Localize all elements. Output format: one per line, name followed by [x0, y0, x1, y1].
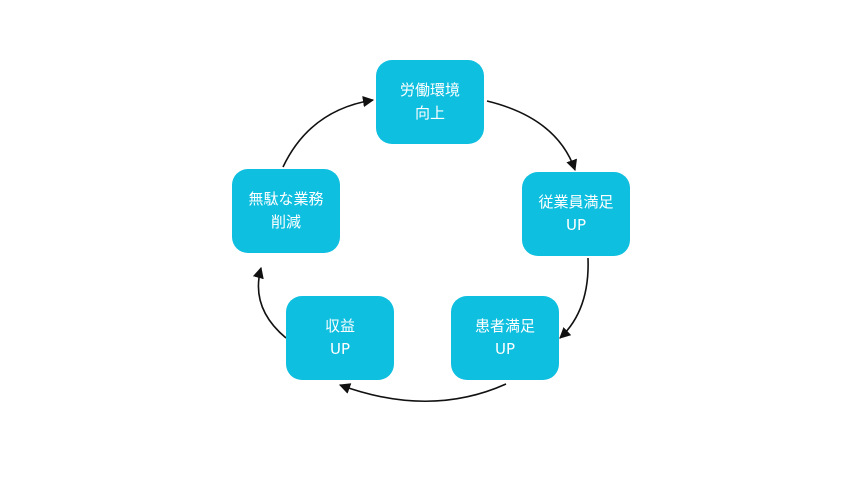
node-patient-satisfaction: 患者満足 UP — [451, 296, 559, 380]
node-label-line1: 収益 — [324, 317, 355, 335]
node-revenue: 収益 UP — [286, 296, 394, 380]
arrow-n2-to-n3 — [559, 257, 589, 339]
arrow-n1-to-n2 — [486, 100, 577, 172]
node-label-line1: 患者満足 — [474, 317, 535, 335]
arrow-n4-to-n5 — [252, 266, 287, 339]
node-label-line2: 削減 — [270, 213, 301, 231]
node-label-line2: UP — [494, 340, 516, 358]
arrow-n5-to-n1 — [282, 96, 375, 168]
node-label-line2: 向上 — [414, 104, 445, 122]
node-employee-satisfaction: 従業員満足 UP — [522, 172, 630, 256]
node-label-line2: UP — [329, 340, 351, 358]
node-label-line1: 無駄な業務 — [248, 190, 324, 208]
node-label-line1: 従業員満足 — [538, 193, 614, 211]
node-label-line1: 労働環境 — [399, 81, 460, 99]
node-label-line2: UP — [565, 216, 587, 234]
arrow-n3-to-n4 — [338, 383, 507, 403]
node-work-environment: 労働環境 向上 — [376, 60, 484, 144]
node-waste-reduction: 無駄な業務 削減 — [232, 169, 340, 253]
